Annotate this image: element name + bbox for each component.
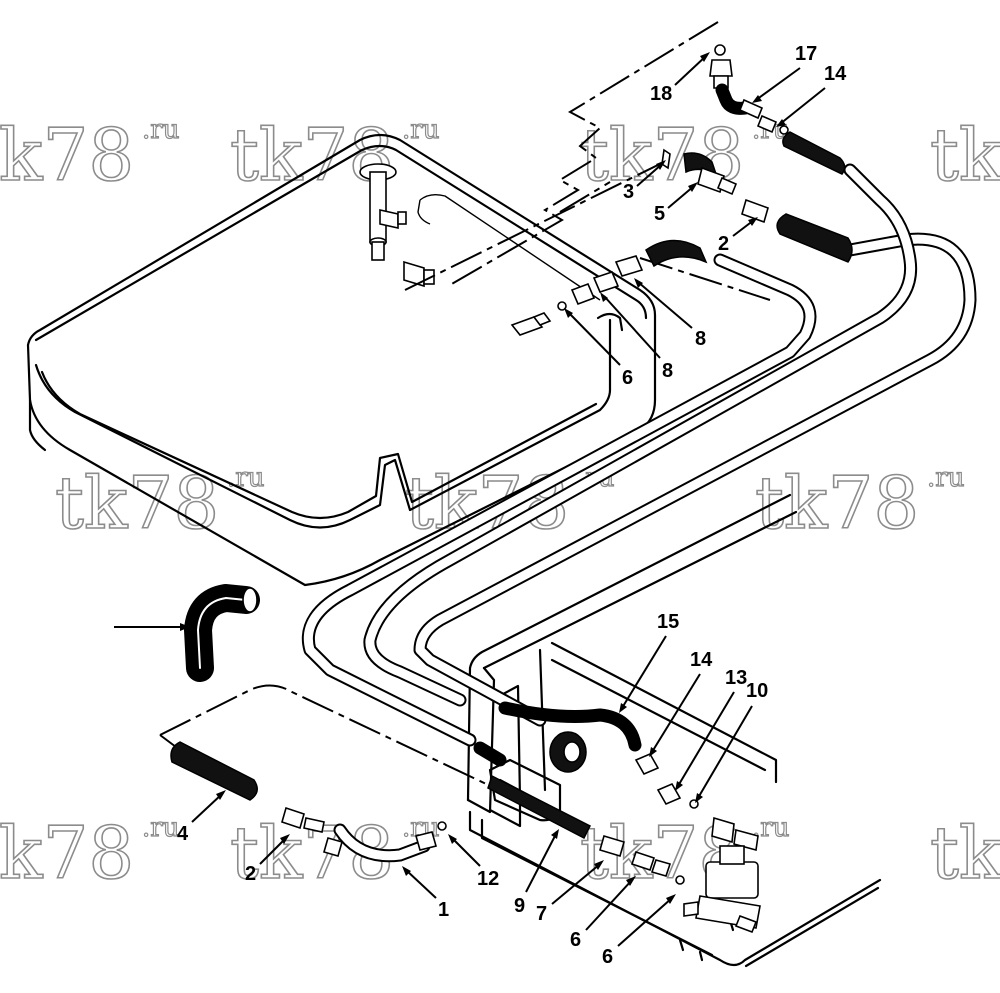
callout-8-upper: 8 [634,278,706,350]
callout-7: 6 [570,876,636,951]
tank-fitting [403,260,435,288]
fittings [281,44,789,934]
svg-text:tk78: tk78 [55,461,219,545]
callout-14-top: 14 [776,63,847,127]
svg-text:.ru: .ru [142,115,179,145]
callout-17: 18 [650,52,710,105]
svg-text:tk78: tk78 [230,113,394,197]
callouts: 18 17 14 3 5 2 8 8 [114,43,847,968]
svg-text:tk78: tk78 [755,461,919,545]
watermark: tk78 .ru [54,460,265,546]
svg-text:8: 8 [695,328,706,350]
callout-2-upper: 2 [718,217,758,255]
svg-text:3: 3 [623,181,634,203]
fuel-sender-unit [359,163,407,261]
svg-text:5: 5 [654,203,665,225]
svg-text:14: 14 [824,63,847,85]
svg-text:9: 9 [514,895,525,917]
svg-text:10: 10 [746,680,768,702]
callout-4: 4 [177,790,226,845]
svg-text:12: 12 [477,868,499,890]
callout-18 [114,623,190,631]
solenoid-valve [683,845,761,934]
hose-2-upper [776,213,853,263]
svg-text:2: 2 [245,863,256,885]
svg-text:15: 15 [657,611,679,633]
watermark: tk78 .ru [0,810,180,896]
svg-text:2: 2 [718,233,729,255]
watermark: tk78 [929,810,1000,896]
hose-18 [184,584,260,682]
callout-8-lower: 7 [536,860,604,925]
hose-8-upper [645,239,708,268]
callout-1: 1 [402,866,449,921]
svg-text:6: 6 [570,929,581,951]
svg-text:.ru: .ru [142,813,179,843]
watermark: tk78 [929,112,1000,198]
hose-9 [487,774,592,840]
callout-3: 3 [623,160,666,203]
svg-text:6: 6 [622,367,633,389]
svg-text:tk78: tk78 [930,113,1000,197]
svg-text:4: 4 [177,823,189,845]
svg-text:18: 18 [650,83,672,105]
svg-text:13: 13 [725,667,747,689]
svg-text:6: 6 [602,946,613,968]
watermark: tk78 .ru [229,112,440,198]
hose-top-right [782,131,846,175]
callout-6-upper: 6 [564,308,633,389]
hose-15 [498,701,642,752]
watermark: tk78 .ru [0,112,180,198]
svg-text:17: 17 [795,43,817,65]
svg-text:tk78: tk78 [930,811,1000,895]
callout-14-lower: 14 [649,649,713,757]
fuel-tank [26,133,657,587]
callout-16: 17 [752,43,817,103]
callout-11: 10 [695,680,768,803]
hose-segments [170,131,853,840]
svg-text:.ru: .ru [227,463,264,493]
svg-text:8: 8 [662,360,673,382]
callout-13: 13 [675,667,747,791]
svg-text:14: 14 [690,649,713,671]
svg-text:tk78: tk78 [0,811,134,895]
grommet [549,731,587,773]
hose-4 [170,741,258,801]
callout-9: 9 [514,829,559,917]
svg-text:7: 7 [536,903,547,925]
svg-text:.ru: .ru [402,115,439,145]
callout-15: 15 [619,611,679,713]
callout-6-lower: 6 [602,894,676,968]
watermark: tk78 .ru [754,460,965,546]
svg-text:.ru: .ru [927,463,964,493]
tank-fitting [510,312,552,336]
watermark-layer: tk78 .ru tk78 .ru tk78 .ru tk78 tk78 .ru… [0,112,1000,896]
svg-text:tk78: tk78 [0,113,134,197]
callout-12: 12 [448,834,499,890]
svg-text:1: 1 [438,899,449,921]
callout-2-lower: 2 [245,834,290,885]
fuel-lines [301,163,977,767]
callout-10: 8 [600,292,673,382]
callout-5: 5 [654,182,698,225]
